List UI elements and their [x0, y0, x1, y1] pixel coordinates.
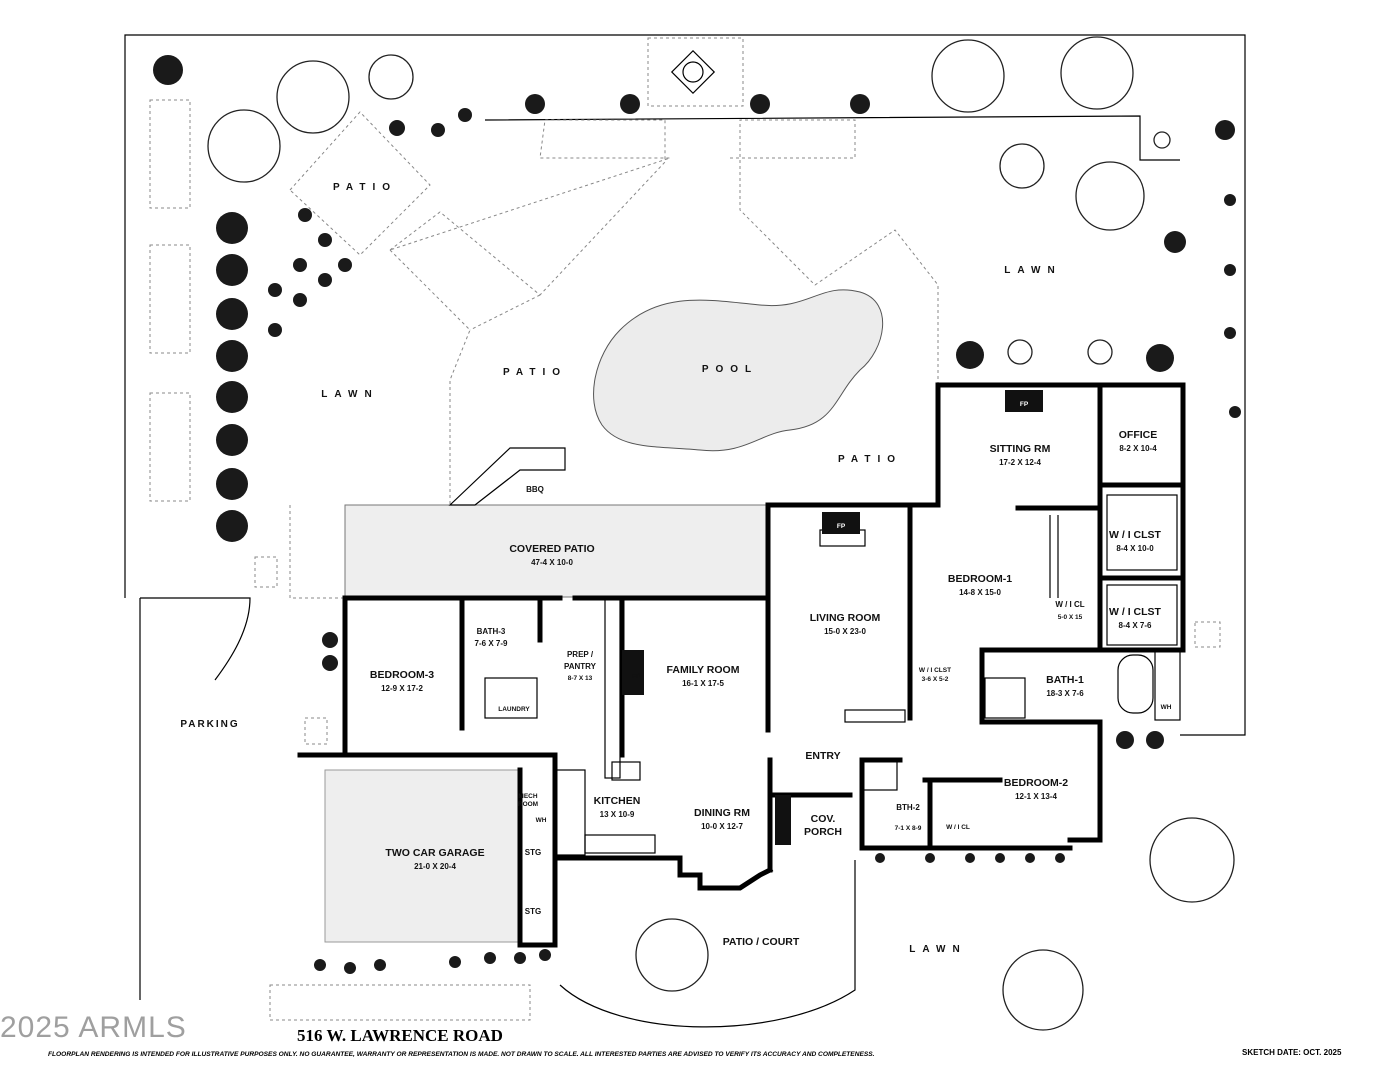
fixture-labels: FP FP FP WH WH: [536, 401, 1172, 824]
bath-3-label: BATH-3: [477, 627, 506, 636]
bedroom-3-label: BEDROOM-3: [370, 669, 434, 681]
bedroom-3-dims: 12-9 X 17-2: [381, 684, 423, 693]
office-dims: 8-2 X 10-4: [1119, 444, 1157, 453]
kitchen-label: KITCHEN: [594, 795, 641, 807]
wi-clst-small-label: W / I CLST: [919, 667, 951, 674]
living-room-dims: 15-0 X 23-0: [824, 627, 866, 636]
bedroom-1-dims: 14-8 X 15-0: [959, 588, 1001, 597]
stg-1-label: STG: [525, 848, 541, 857]
patio-east-label: PATIO: [838, 454, 902, 465]
sitting-rm-label: SITTING RM: [990, 443, 1051, 455]
bedroom-2-dims: 12-1 X 13-4: [1015, 792, 1057, 801]
gate-swing: [140, 597, 251, 681]
prep-pantry-label: PREP /: [567, 650, 594, 659]
wh-mech-label: WH: [536, 817, 547, 824]
patio-court-label: PATIO / COURT: [723, 936, 800, 948]
family-room-dims: 16-1 X 17-5: [682, 679, 724, 688]
bedroom-1-label: BEDROOM-1: [948, 573, 1012, 585]
fountain: [670, 49, 716, 95]
bbq-label: BBQ: [526, 485, 544, 494]
sitting-rm-dims: 17-2 X 12-4: [999, 458, 1041, 467]
interior-details: [484, 494, 1181, 856]
dining-rm-dims: 10-0 X 12-7: [701, 822, 743, 831]
covered-patio-area: [344, 504, 771, 598]
wi-cl-bed2-label: W / I CL: [946, 824, 970, 831]
fp-living-label: FP: [837, 523, 846, 530]
parking-label: PARKING: [180, 719, 239, 730]
lawn-south-label: LAWN: [909, 944, 966, 955]
room-labels: SITTING RM 17-2 X 12-4 OFFICE 8-2 X 10-4…: [370, 429, 1162, 916]
laundry-label: LAUNDRY: [498, 706, 530, 713]
patio-outlines: [149, 37, 1221, 1021]
pool-shape: [593, 289, 884, 452]
fp-family-label: FP: [632, 673, 641, 680]
watermark: 2025 ARMLS: [0, 1011, 187, 1044]
bath-1-dims: 18-3 X 7-6: [1046, 689, 1084, 698]
disclaimer-text: FLOORPLAN RENDERING IS INTENDED FOR ILLU…: [48, 1051, 875, 1058]
bbq-counter: [448, 447, 566, 506]
stg-2-label: STG: [525, 907, 541, 916]
patio-court-outline: [559, 860, 856, 1028]
mech-room-label: MECH: [518, 793, 537, 800]
prep-pantry-label-2: PANTRY: [564, 662, 597, 671]
dining-rm-label: DINING RM: [694, 807, 750, 819]
covered-patio-label: COVERED PATIO: [509, 543, 594, 555]
fp-sitting-label: FP: [1020, 401, 1029, 408]
fireplace-symbols: [622, 390, 1043, 845]
lawn-west-label: LAWN: [321, 389, 378, 400]
bath-3-dims: 7-6 X 7-9: [475, 639, 508, 648]
family-room-label: FAMILY ROOM: [667, 664, 740, 676]
wh-bath1-label: WH: [1161, 704, 1172, 711]
bath-1-label: BATH-1: [1046, 674, 1084, 686]
patio-nw-label: PATIO: [333, 182, 397, 193]
cov-porch-label: COV.: [811, 813, 836, 825]
patio-center-label: PATIO: [503, 367, 567, 378]
wi-clst-2-dims: 8-4 X 7-6: [1119, 621, 1152, 630]
prep-pantry-dims: 8-7 X 13: [568, 675, 593, 682]
living-room-label: LIVING ROOM: [810, 612, 881, 624]
cov-porch-label-2: PORCH: [804, 826, 842, 838]
wi-clst-1-dims: 8-4 X 10-0: [1116, 544, 1154, 553]
bth-2-dims: 7-1 X 8-9: [895, 825, 922, 832]
covered-patio-dims: 47-4 X 10-0: [531, 558, 573, 567]
sketch-date: SKETCH DATE: OCT. 2025: [1242, 1048, 1342, 1057]
office-label: OFFICE: [1119, 429, 1158, 441]
kitchen-dims: 13 X 10-9: [600, 810, 635, 819]
wi-cl-bed1-label: W / I CL: [1055, 600, 1084, 609]
mech-room-label-2: ROOM: [518, 801, 538, 808]
pool-label: POOL: [702, 364, 758, 375]
bth-2-label: BTH-2: [896, 803, 920, 812]
garage-dims: 21-0 X 20-4: [414, 862, 456, 871]
landscape-trees: [207, 36, 1235, 1031]
wi-clst-1-label: W / I CLST: [1109, 529, 1161, 541]
garage-label: TWO CAR GARAGE: [385, 847, 484, 859]
lot-boundary: [124, 34, 1246, 1000]
bedroom-2-label: BEDROOM-2: [1004, 777, 1068, 789]
wi-clst-2-label: W / I CLST: [1109, 606, 1161, 618]
property-address: 516 W. LAWRENCE ROAD: [297, 1026, 503, 1045]
entry-label: ENTRY: [805, 750, 840, 762]
lawn-east-label: LAWN: [1004, 265, 1061, 276]
landscape-shrubs: [153, 55, 1241, 974]
wi-cl-bed1-dims: 5-0 X 15: [1058, 614, 1083, 621]
wi-clst-small-dims: 3-6 X 5-2: [922, 676, 949, 683]
site-labels: PATIO PATIO PATIO POOL LAWN LAWN LAWN BB…: [180, 182, 1061, 955]
